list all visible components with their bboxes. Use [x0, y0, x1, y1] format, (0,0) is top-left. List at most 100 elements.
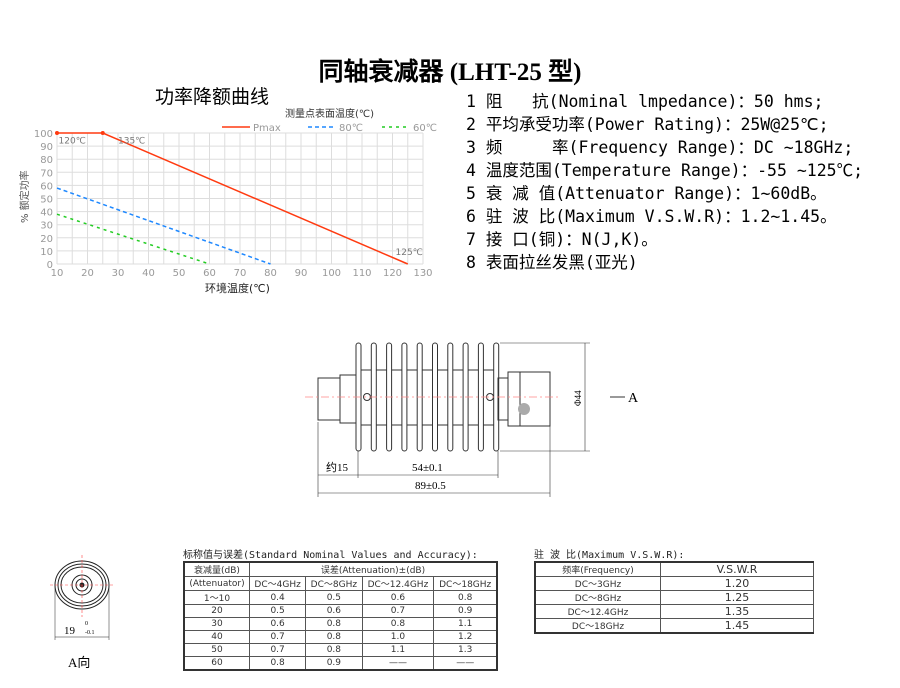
table-cell: 0.6 [361, 590, 435, 605]
y-tick-label: 10 [40, 247, 53, 258]
table-cell: 1.1 [433, 617, 498, 631]
dim-54-label: 54±0.1 [412, 462, 443, 474]
header-cell: 误差(Attenuation)±(dB) [249, 561, 498, 577]
data-point [55, 131, 59, 135]
a-view-drawing: 19 0 -0.1 A向 [50, 555, 114, 670]
table-cell: 1.20 [660, 576, 814, 591]
y-tick-label: 70 [40, 168, 53, 179]
table-cell: 0.8 [433, 590, 498, 605]
x-tick-label: 50 [173, 268, 186, 279]
spec-item: 8 表面拉丝发黑(亚光) [466, 253, 638, 272]
table-cell: 0.6 [305, 604, 363, 618]
y-tick-label: 40 [40, 208, 53, 219]
y-tick-label: 30 [40, 221, 53, 232]
legend-label: 80℃ [339, 123, 363, 134]
view-label: A向 [68, 655, 90, 670]
x-tick-label: 90 [295, 268, 308, 279]
table-cell: 0.5 [248, 604, 307, 618]
table-cell: 0.7 [361, 604, 435, 618]
x-axis-label: 环境温度(℃) [205, 281, 270, 295]
table-cell: 30 [183, 617, 250, 631]
spec-item: 1 阻 抗(Nominal lmpedance)：50 hms; [466, 92, 824, 111]
spec-item: 4 温度范围(Temperature Range)：-55 ~125℃; [466, 161, 864, 180]
table-cell: 0.8 [305, 643, 363, 657]
x-tick-label: 40 [142, 268, 155, 279]
header-cell: DC～18GHz [433, 576, 498, 591]
view-tol-upper: 0 [85, 621, 88, 627]
legend-title: 测量点表面温度(℃) [285, 107, 374, 120]
y-tick-label: 20 [40, 234, 53, 245]
table-cell: 0.5 [305, 590, 363, 605]
spec-item: 2 平均承受功率(Power Rating)：25W@25℃; [466, 115, 829, 134]
table-cell: 0.9 [305, 656, 363, 671]
table-cell: 1.1 [361, 643, 435, 657]
x-tick-label: 120 [383, 268, 402, 279]
accuracy-table-section: 标称值与误差(Standard Nominal Values and Accur… [183, 546, 498, 671]
series-line-1 [56, 187, 271, 265]
accuracy-table: 衰减量(dB)误差(Attenuation)±(dB) (Attenuator)… [183, 561, 498, 671]
table-cell: 0.8 [305, 630, 363, 644]
y-axis-label: % 额定功率 [18, 170, 31, 223]
page-title: 同轴衰减器 (LHT-25 型) [318, 59, 582, 86]
table-cell: 1.35 [660, 604, 814, 619]
view-arrow-label: A [628, 391, 639, 406]
table-cell: 20 [183, 604, 250, 618]
table-cell: —— [433, 656, 498, 671]
legend-label: Pmax [253, 123, 281, 134]
header-cell: 衰减量(dB) [183, 561, 250, 577]
table-cell: 0.6 [248, 617, 307, 631]
table-cell: 0.8 [248, 656, 307, 671]
x-tick-label: 70 [234, 268, 247, 279]
table-cell: DC～3GHz [534, 576, 661, 591]
table-cell: 1.0 [361, 630, 435, 644]
spec-item: 5 衰 减 值(Attenuator Range)：1~60dB。 [466, 184, 827, 203]
accuracy-table-caption: 标称值与误差(Standard Nominal Values and Accur… [183, 550, 478, 561]
vswr-table-section: 驻 波 比(Maximum V.S.W.R): 频率(Frequency)V.S… [534, 546, 814, 634]
header-cell: DC～8GHz [305, 576, 363, 591]
y-tick-label: 100 [34, 129, 53, 140]
table-cell: DC～8GHz [534, 590, 661, 605]
view-dim: 19 [64, 625, 76, 637]
x-tick-label: 80 [264, 268, 277, 279]
table-cell: 0.8 [305, 617, 363, 631]
chart-title: 功率降额曲线 [155, 86, 270, 108]
attenuator-drawing: 约15 54±0.1 89±0.5 Φ44 A [305, 342, 639, 497]
dim-diameter-label: Φ44 [573, 390, 583, 406]
x-tick-label: 30 [112, 268, 125, 279]
spec-item: 6 驻 波 比(Maximum V.S.W.R)：1.2~1.45。 [466, 207, 837, 226]
annotation: 125℃ [396, 248, 423, 258]
spec-list: 1 阻 抗(Nominal lmpedance)：50 hms; 2 平均承受功… [466, 90, 863, 274]
dim-89-label: 89±0.5 [415, 480, 446, 492]
y-tick-label: 90 [40, 142, 53, 153]
annotation: 120℃ [59, 137, 86, 147]
table-cell: 0.7 [248, 643, 307, 657]
header-cell: DC～12.4GHz [361, 576, 435, 591]
y-tick-label: 50 [40, 195, 53, 206]
spec-item: 3 频 率(Frequency Range)：DC ~18GHz; [466, 138, 854, 157]
legend-label: 60℃ [413, 123, 437, 134]
series-line-2 [56, 213, 210, 265]
x-tick-label: 130 [413, 268, 432, 279]
table-cell: 1.25 [660, 590, 814, 605]
table-cell: —— [361, 656, 435, 671]
table-cell: 50 [183, 643, 250, 657]
vswr-table-caption: 驻 波 比(Maximum V.S.W.R): [534, 550, 685, 561]
header-cell: V.S.W.R [660, 561, 814, 577]
table-cell: 0.8 [361, 617, 435, 631]
dim-15-label: 约15 [326, 461, 348, 474]
x-tick-label: 20 [81, 268, 94, 279]
y-tick-label: 0 [47, 260, 53, 271]
header-cell: DC～4GHz [248, 576, 307, 591]
header-cell: 频率(Frequency) [534, 561, 661, 577]
table-cell: DC～18GHz [534, 618, 661, 634]
table-cell: DC～12.4GHz [534, 604, 661, 619]
table-cell: 1.3 [433, 643, 498, 657]
